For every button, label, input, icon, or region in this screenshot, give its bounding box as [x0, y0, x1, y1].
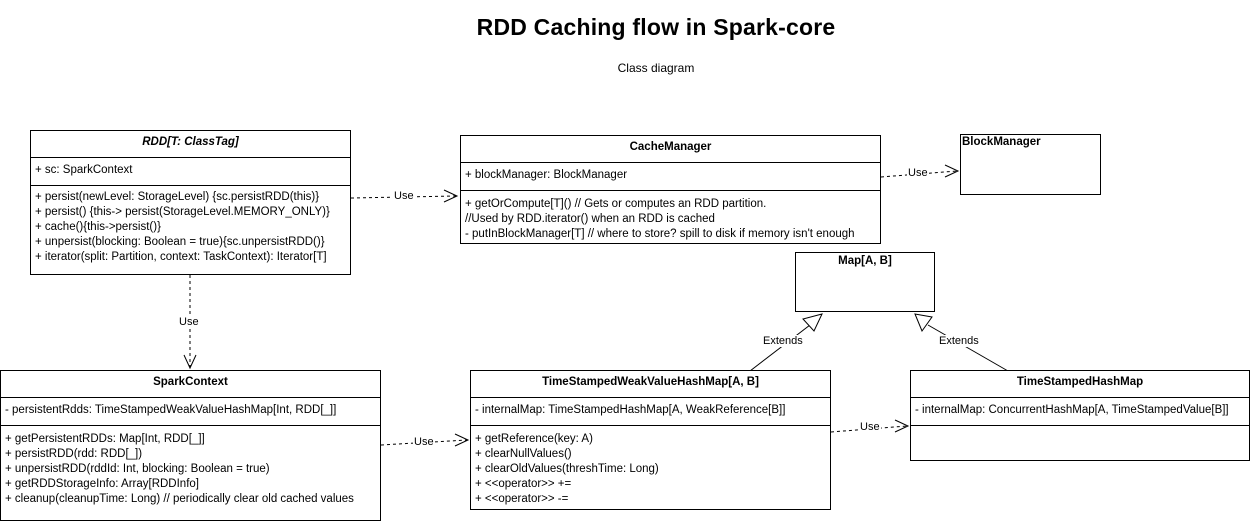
class-rdd-method: + persist() {this-> persist(StorageLevel…	[35, 206, 330, 218]
class-map-name: Map[A, B]	[838, 255, 892, 267]
class-spark-context-methods: + getPersistentRDDs: Map[Int, RDD[_]] + …	[1, 425, 380, 509]
class-weak-value-hash-map-method: + clearNullValues()	[475, 448, 572, 460]
cache-block-use-arrow	[944, 164, 960, 178]
class-spark-context-method: + cleanup(cleanupTime: Long) // periodic…	[5, 493, 354, 505]
class-rdd: RDD[T: ClassTag] + sc: SparkContext + pe…	[30, 130, 351, 275]
class-spark-context-attributes: - persistentRdds: TimeStampedWeakValueHa…	[1, 397, 380, 425]
class-weak-value-hash-map-method: + <<operator>> -=	[475, 493, 569, 505]
diagram-title: RDD Caching flow in Spark-core	[476, 14, 836, 40]
class-weak-value-hash-map-method: + <<operator>> +=	[475, 478, 572, 490]
class-cache-manager-attribute: + blockManager: BlockManager	[465, 169, 628, 181]
class-weak-value-hash-map-attribute: - internalMap: TimeStampedHashMap[A, Wea…	[475, 404, 786, 416]
weak-hash-use-label: Use	[859, 421, 881, 433]
class-rdd-methods: + persist(newLevel: StorageLevel) {sc.pe…	[31, 185, 350, 267]
class-cache-manager-name: CacheManager	[629, 141, 712, 153]
spark-weak-use-label: Use	[413, 436, 435, 448]
class-cache-manager: CacheManager + blockManager: BlockManage…	[460, 135, 881, 244]
class-weak-value-hash-map-attributes: - internalMap: TimeStampedHashMap[A, Wea…	[471, 397, 830, 425]
class-block-manager-name: BlockManager	[962, 136, 1041, 148]
class-cache-manager-method: //Used by RDD.iterator() when an RDD is …	[465, 213, 715, 225]
class-map: Map[A, B]	[795, 252, 935, 312]
class-rdd-attributes: + sc: SparkContext	[31, 157, 350, 185]
spark-weak-use-arrow	[454, 433, 470, 447]
class-time-stamped-hash-map-methods	[911, 425, 1249, 466]
hash-extends-arrow	[914, 313, 933, 333]
class-cache-manager-attributes: + blockManager: BlockManager	[461, 162, 880, 190]
rdd-cache-use-arrow	[443, 189, 459, 203]
class-rdd-name: RDD[T: ClassTag]	[142, 136, 239, 148]
class-weak-value-hash-map-method: + getReference(key: A)	[475, 433, 593, 445]
class-weak-value-hash-map-methods: + getReference(key: A) + clearNullValues…	[471, 425, 830, 509]
class-spark-context-attribute: - persistentRdds: TimeStampedWeakValueHa…	[5, 404, 337, 416]
class-spark-context-method: + unpersistRDD(rddId: Int, blocking: Boo…	[5, 463, 270, 475]
hash-extends-label: Extends	[938, 335, 980, 347]
class-spark-context: SparkContext - persistentRdds: TimeStamp…	[0, 370, 381, 521]
class-time-stamped-hash-map: TimeStampedHashMap - internalMap: Concur…	[910, 370, 1250, 461]
class-spark-context-name: SparkContext	[153, 376, 228, 388]
class-weak-value-hash-map: TimeStampedWeakValueHashMap[A, B] - inte…	[470, 370, 831, 510]
class-cache-manager-method: + getOrCompute[T]() // Gets or computes …	[465, 198, 767, 210]
weak-extends-label: Extends	[762, 335, 804, 347]
diagram-subtitle: Class diagram	[617, 61, 695, 75]
class-spark-context-method: + getPersistentRDDs: Map[Int, RDD[_]]	[5, 433, 205, 445]
class-rdd-method: + cache(){this->persist()}	[35, 221, 161, 233]
class-weak-value-hash-map-method: + clearOldValues(threshTime: Long)	[475, 463, 659, 475]
class-rdd-method: + iterator(split: Partition, context: Ta…	[35, 251, 327, 263]
weak-extends-arrow	[802, 313, 823, 332]
class-spark-context-method: + persistRDD(rdd: RDD[_])	[5, 448, 143, 460]
rdd-spark-use-arrow	[183, 354, 197, 370]
class-rdd-method: + persist(newLevel: StorageLevel) {sc.pe…	[35, 191, 320, 203]
class-rdd-method: + unpersist(blocking: Boolean = true){sc…	[35, 236, 325, 248]
class-rdd-attribute: + sc: SparkContext	[35, 164, 133, 176]
class-cache-manager-method: - putInBlockManager[T] // where to store…	[465, 228, 855, 240]
class-time-stamped-hash-map-attributes: - internalMap: ConcurrentHashMap[A, Time…	[911, 397, 1249, 425]
class-weak-value-hash-map-name: TimeStampedWeakValueHashMap[A, B]	[542, 376, 759, 388]
class-time-stamped-hash-map-attribute: - internalMap: ConcurrentHashMap[A, Time…	[915, 404, 1229, 416]
weak-hash-use-arrow	[894, 419, 910, 433]
class-spark-context-method: + getRDDStorageInfo: Array[RDDInfo]	[5, 478, 199, 490]
class-time-stamped-hash-map-name: TimeStampedHashMap	[1016, 376, 1144, 388]
class-block-manager: BlockManager	[960, 134, 1101, 195]
class-cache-manager-methods: + getOrCompute[T]() // Gets or computes …	[461, 190, 880, 244]
hash-extends-line	[927, 324, 1009, 372]
cache-block-use-label: Use	[907, 167, 929, 179]
weak-extends-line	[749, 324, 811, 372]
rdd-cache-use-label: Use	[393, 190, 415, 202]
rdd-spark-use-label: Use	[178, 316, 200, 328]
